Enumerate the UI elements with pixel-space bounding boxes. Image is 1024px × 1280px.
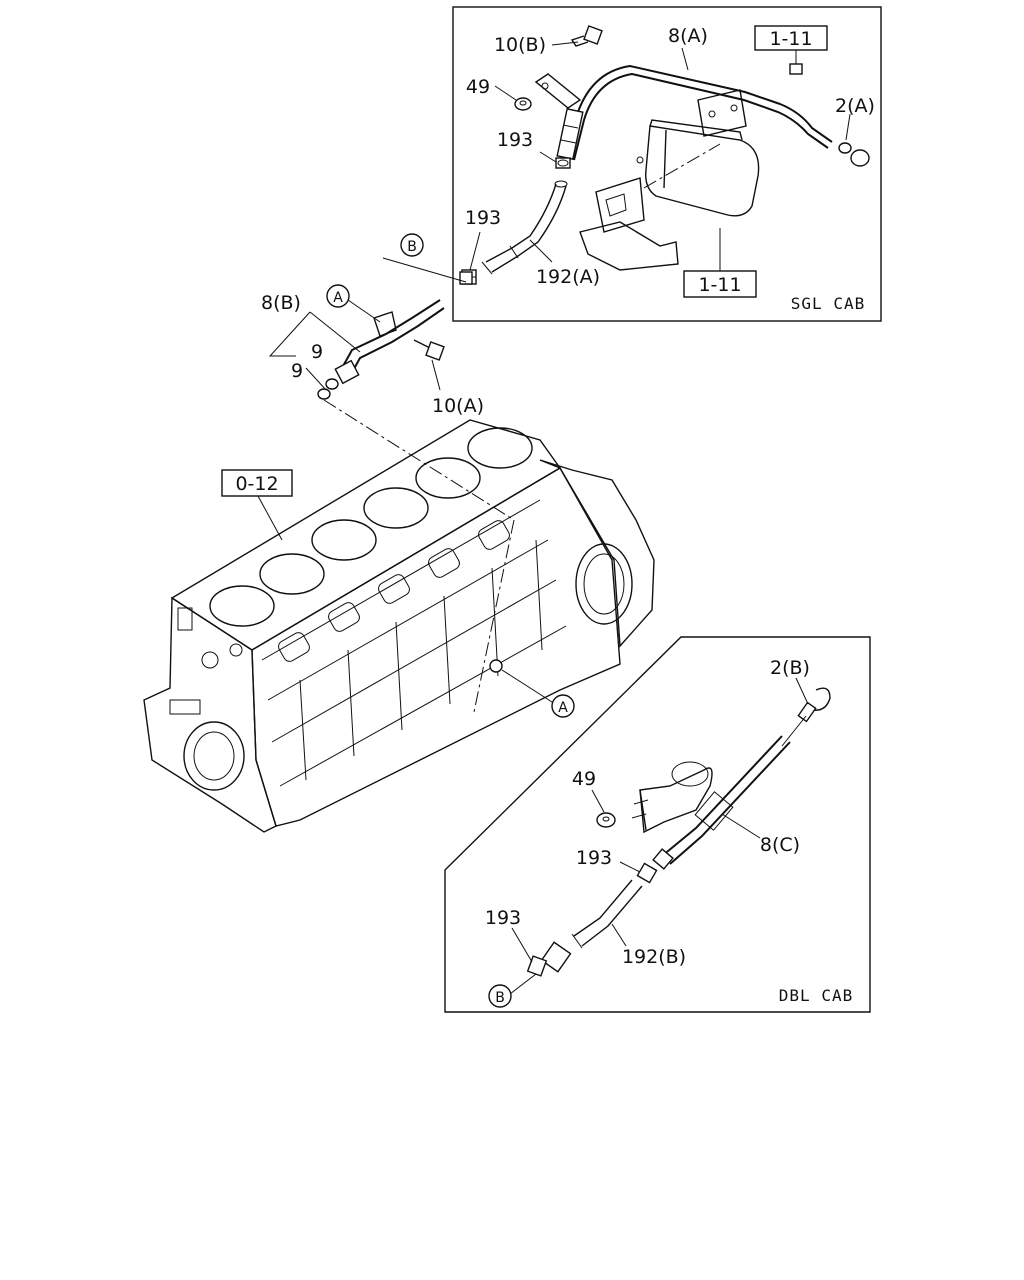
engine-block: 0-12 A: [143, 419, 655, 833]
o-ring-9-upper: [325, 378, 339, 390]
clip-193-sgl-top: [555, 157, 571, 169]
label-10b: 10(B): [494, 34, 546, 56]
cylinder-bore-2: [259, 553, 325, 595]
variant-label-dbl-cab: DBL CAB: [779, 986, 853, 1005]
tube-bracket-plate: [697, 89, 747, 137]
label-9-upper: 9: [311, 341, 323, 363]
callout-a-block: A: [551, 694, 575, 718]
ref-box-1-11-bottom: 1-11: [683, 228, 757, 298]
label-193-dbl-upper: 193: [576, 847, 612, 869]
dbl-cab-inset: B 2(B) 49 8(C) 193 193 192(B) DBL CAB: [444, 636, 871, 1013]
hose-192b: [540, 879, 643, 973]
callout-a-main: A: [326, 284, 350, 308]
dipstick-2b: [781, 687, 831, 747]
cylinder-bore-5: [415, 457, 481, 499]
callout-b-dbl-label: B: [495, 990, 505, 1006]
cylinder-bore-3: [311, 519, 377, 561]
callout-b-dbl: B: [488, 984, 512, 1008]
dipstick-2a: [838, 142, 870, 167]
ref-label-1-11-bottom: 1-11: [698, 274, 741, 296]
nut-49-dbl: [596, 812, 616, 828]
clip-193-dbl-upper: [636, 862, 658, 884]
clip-193-dbl-lower: [526, 955, 548, 977]
hose-192a: [481, 180, 568, 275]
ref-label-0-12: 0-12: [235, 473, 278, 495]
label-2b: 2(B): [770, 657, 810, 679]
callout-b-main-label: B: [407, 239, 417, 255]
dipstick-tube-8a: [556, 64, 833, 161]
ref-label-1-11-top: 1-11: [769, 28, 812, 50]
dipstick-tube-8b: [334, 299, 445, 385]
callout-a-block-label: A: [558, 700, 568, 716]
label-8a-sgl: 8(A): [668, 25, 708, 47]
label-193-sgl-top: 193: [497, 129, 533, 151]
cylinder-bore-1: [209, 585, 275, 627]
ref-box-1-11-top: 1-11: [754, 25, 828, 51]
cylinder-bore-4: [363, 487, 429, 529]
label-9-lower: 9: [291, 360, 303, 382]
callout-a-main-label: A: [333, 290, 343, 306]
label-192a: 192(A): [536, 266, 600, 288]
variant-label-sgl-cab: SGL CAB: [791, 294, 865, 313]
callout-b-main: B: [400, 233, 424, 257]
cylinder-bore-6: [467, 427, 533, 469]
label-8b: 8(B): [261, 292, 301, 314]
label-192b: 192(B): [622, 946, 686, 968]
label-10a: 10(A): [432, 395, 484, 417]
label-193-dbl-lower: 193: [485, 907, 521, 929]
bolt-10b: [570, 25, 603, 47]
nut-small-top-right: [789, 50, 803, 75]
label-8c: 8(C): [760, 834, 800, 856]
dipstick-tube-8c: [652, 735, 791, 870]
tube-bracket-dbl: [631, 761, 713, 834]
sgl-cab-inset: 1-11 1-11 10(B) 8(A) 49 2(A) 193 193 192…: [452, 6, 882, 322]
ref-box-0-12: 0-12: [221, 469, 293, 541]
bolt-10a: [413, 339, 445, 361]
clip-main-b: [459, 271, 473, 285]
label-49-dbl: 49: [572, 768, 596, 790]
nut-49-sgl: [514, 97, 532, 111]
main-tube-area: B A 8(B) 9 9 10(A): [261, 233, 515, 713]
o-ring-9-lower: [317, 388, 331, 400]
label-193-sgl-left: 193: [465, 207, 501, 229]
label-2a: 2(A): [835, 95, 875, 117]
label-49-sgl: 49: [466, 76, 490, 98]
cab-mount-assembly: [579, 119, 760, 271]
tube-bracket-upper: [534, 73, 582, 109]
